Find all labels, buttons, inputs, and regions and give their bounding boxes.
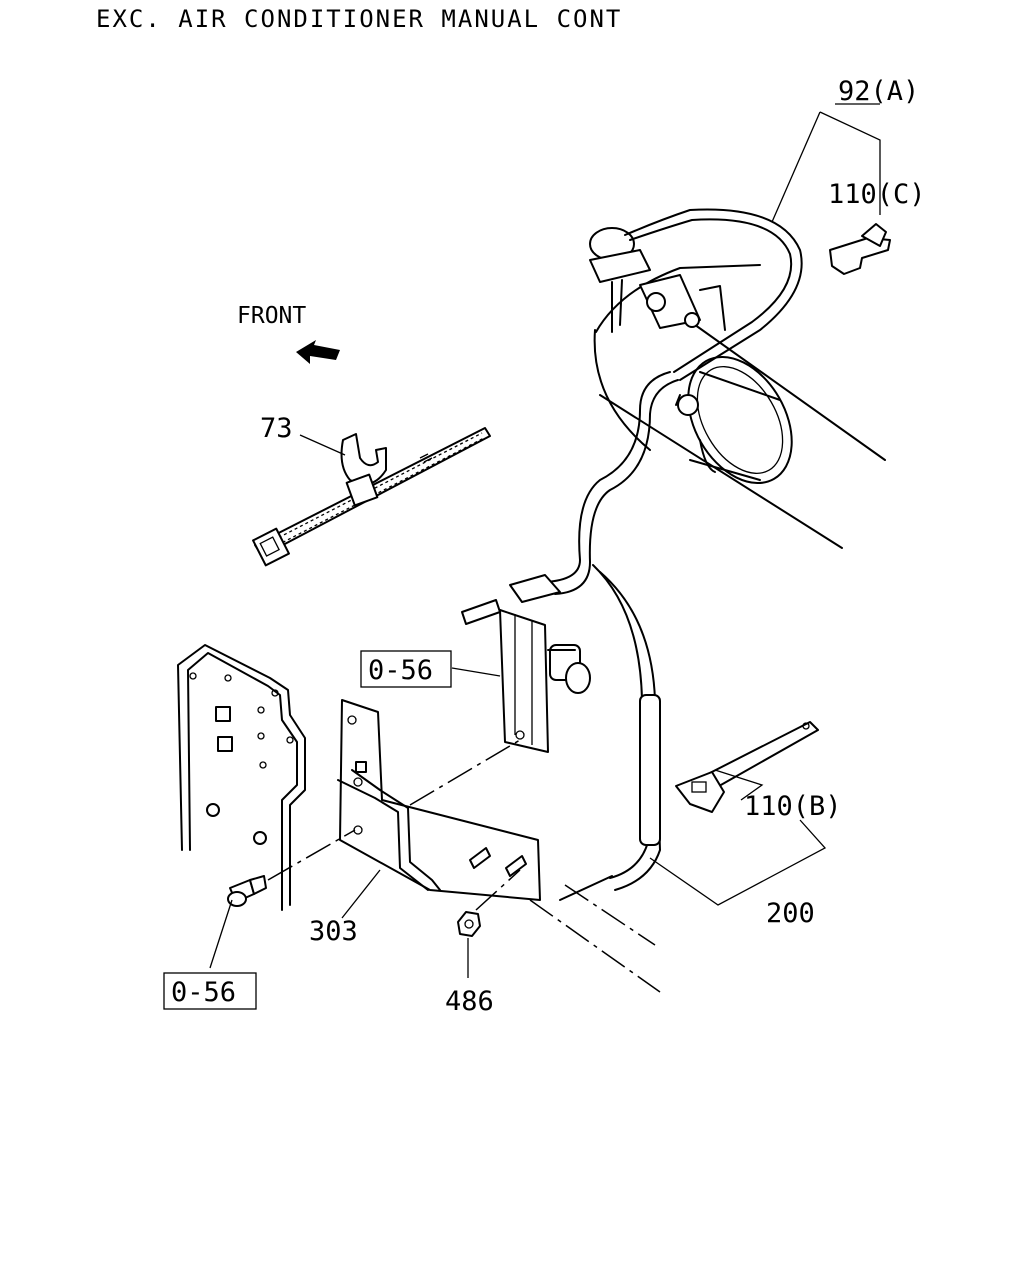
callout-ref-056-top: 0-56 (368, 655, 433, 686)
front-label: FRONT (237, 303, 306, 329)
side-panel (177, 644, 306, 911)
diagram-title: EXC. AIR CONDITIONER MANUAL CONT (96, 5, 622, 33)
clip-110b (675, 721, 819, 813)
front-arrow-icon (296, 340, 340, 364)
callout-73: 73 (260, 413, 293, 444)
callout-200: 200 (766, 898, 815, 929)
pipe-assembly (544, 208, 886, 595)
leader-lines (209, 103, 881, 978)
callout-486: 486 (445, 986, 494, 1017)
ref-box-bottom (163, 972, 257, 1010)
connector-bracket (461, 574, 591, 753)
ref-box-top (360, 650, 452, 688)
nut-486 (457, 911, 481, 937)
callout-303: 303 (309, 916, 358, 947)
callout-92a: 92(A) (838, 76, 919, 107)
tie-strap-73 (252, 427, 491, 567)
callout-110c: 110(C) (828, 179, 926, 210)
centerlines (267, 739, 661, 993)
bracket-303 (337, 699, 541, 901)
clip-110c (829, 223, 891, 275)
bolt (227, 875, 267, 907)
callout-110b: 110(B) (744, 791, 842, 822)
callout-ref-056-bottom: 0-56 (171, 977, 236, 1008)
cable-200 (559, 564, 661, 901)
